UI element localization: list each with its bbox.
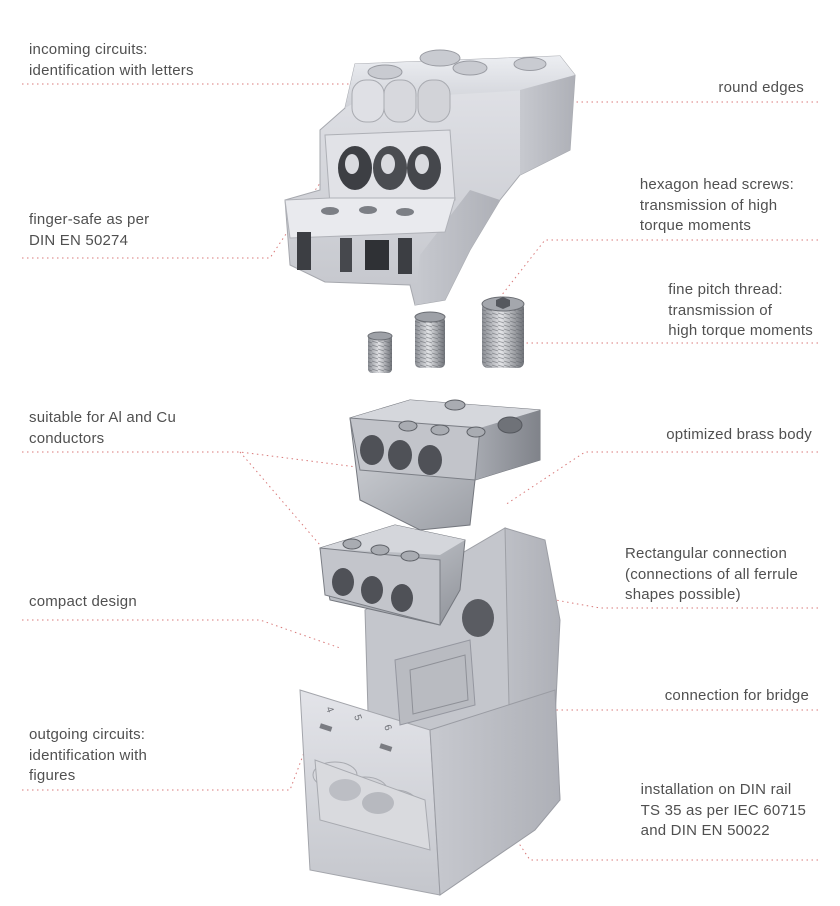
label-hexagon-head-screws: hexagon head screws: transmission of hig… xyxy=(639,176,794,234)
brass-body-upper xyxy=(349,399,541,531)
screw-small xyxy=(367,331,393,373)
label-optimized-brass-body: optimized brass body xyxy=(666,426,812,443)
label-outgoing-circuits: outgoing circuits: identification with f… xyxy=(29,726,148,784)
leader-compact xyxy=(22,619,341,649)
leader-brass-body xyxy=(504,451,818,506)
screw-large xyxy=(481,296,525,368)
label-compact-design: compact design xyxy=(29,593,137,610)
leader-hexagon xyxy=(489,239,818,311)
label-finger-safe: finger-safe as per DIN EN 50274 xyxy=(29,211,150,249)
leader-round-edges xyxy=(469,99,818,103)
brass-body-lower xyxy=(319,524,466,626)
label-round-edges: round edges xyxy=(718,79,804,96)
label-rectangular-connection: Rectangular connection (connections of a… xyxy=(625,545,798,603)
leader-suitable xyxy=(22,451,381,471)
housing-number-5: 5 xyxy=(351,713,363,722)
housing-number-6: 6 xyxy=(381,723,393,732)
label-din-rail-installation: installation on DIN rail TS 35 as per IE… xyxy=(640,781,806,839)
leader-bridge xyxy=(499,669,818,711)
label-fine-pitch-thread: fine pitch thread: transmission of high … xyxy=(668,281,813,339)
label-incoming-circuits: incoming circuits: identification with l… xyxy=(29,41,194,79)
housing-number-4: 4 xyxy=(323,705,335,714)
upper-housing-cover xyxy=(284,49,576,306)
screws xyxy=(367,296,525,373)
housing-numbers: 4 5 6 xyxy=(323,705,393,732)
leader-suitable-2 xyxy=(239,451,321,546)
label-connection-for-bridge: connection for bridge xyxy=(664,687,809,704)
label-suitable-conductors: suitable for Al and Cu conductors xyxy=(29,409,176,447)
screw-medium xyxy=(414,311,446,368)
